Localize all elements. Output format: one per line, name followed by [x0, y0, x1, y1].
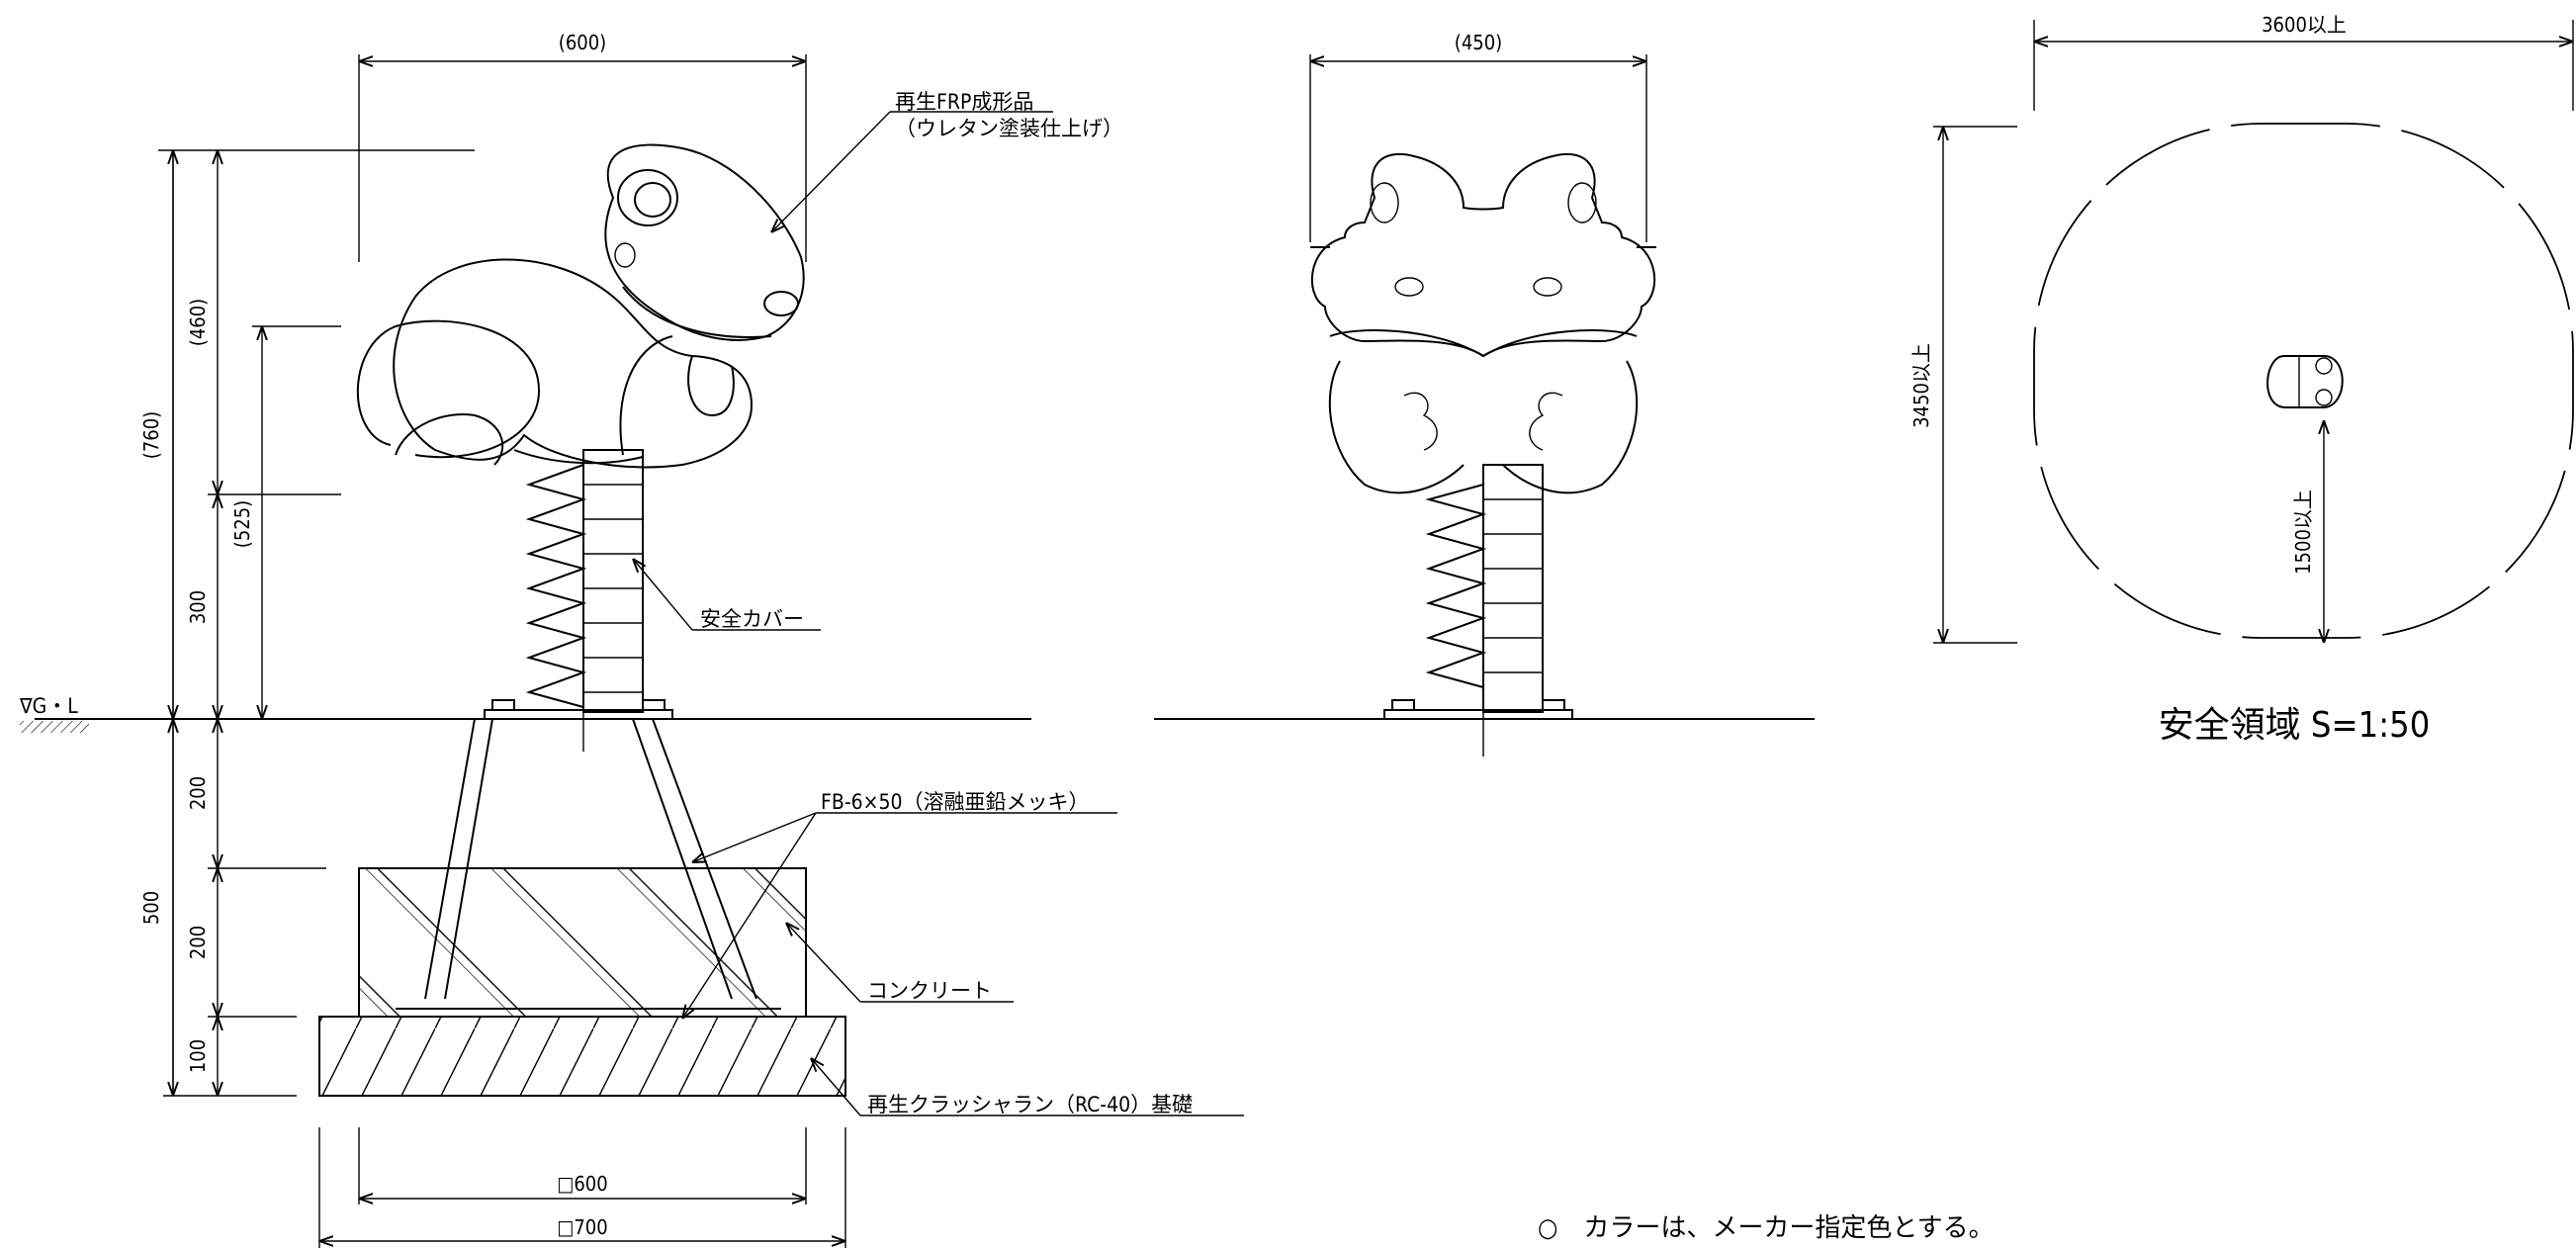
safety-area: 3600以上 3450以上 1500以上 安全領域 S=1:50	[1910, 13, 2574, 746]
dim-200b: 200	[186, 926, 210, 959]
label-concrete: コンクリート	[867, 979, 992, 1003]
spring-front	[1383, 464, 1573, 720]
label-fb: FB-6×50（溶融亜鉛メッキ）	[821, 790, 1090, 814]
dim-safety-radius: 1500以上	[2291, 490, 2315, 575]
concrete-block	[358, 867, 807, 1018]
label-crusher: 再生クラッシャラン（RC-40）基礎	[867, 1093, 1193, 1116]
note-color: ○ カラーは、メーカー指定色とする。	[1538, 1213, 1995, 1243]
dim-safety-width: 3600以上	[2262, 13, 2347, 37]
frog-side-body	[356, 143, 805, 469]
safety-area-title: 安全領域 S=1:50	[2159, 705, 2431, 746]
label-frp-line2: （ウレタン塗装仕上げ）	[895, 117, 1123, 140]
gravel-base	[318, 1016, 846, 1097]
frog-front-body	[1310, 152, 1656, 494]
dim-width-600: (600)	[559, 31, 606, 54]
ground-hatch	[20, 721, 89, 733]
dim-500: 500	[139, 891, 163, 925]
spring-side	[484, 449, 673, 720]
label-cover: 安全カバー	[700, 607, 804, 631]
dim-safety-height: 3450以上	[1910, 343, 1933, 428]
gl-label: ∇G・L	[19, 694, 78, 718]
dim-460: (460)	[186, 299, 210, 346]
side-view: ∇G・L	[19, 31, 1244, 1248]
dim-200a: 200	[186, 776, 210, 810]
dim-front-width: (450)	[1455, 31, 1502, 54]
dim-100: 100	[186, 1039, 210, 1073]
dim-760: (760)	[139, 411, 163, 459]
frog-plan-view	[2266, 355, 2344, 408]
front-view: (450)	[1154, 31, 1815, 757]
dim-base-700: □700	[557, 1215, 607, 1239]
safety-boundary	[2033, 123, 2574, 639]
label-frp-line1: 再生FRP成形品	[895, 90, 1033, 114]
dim-base-600: □600	[557, 1172, 607, 1196]
dim-300: 300	[186, 590, 210, 624]
dim-525: (525)	[230, 500, 254, 548]
